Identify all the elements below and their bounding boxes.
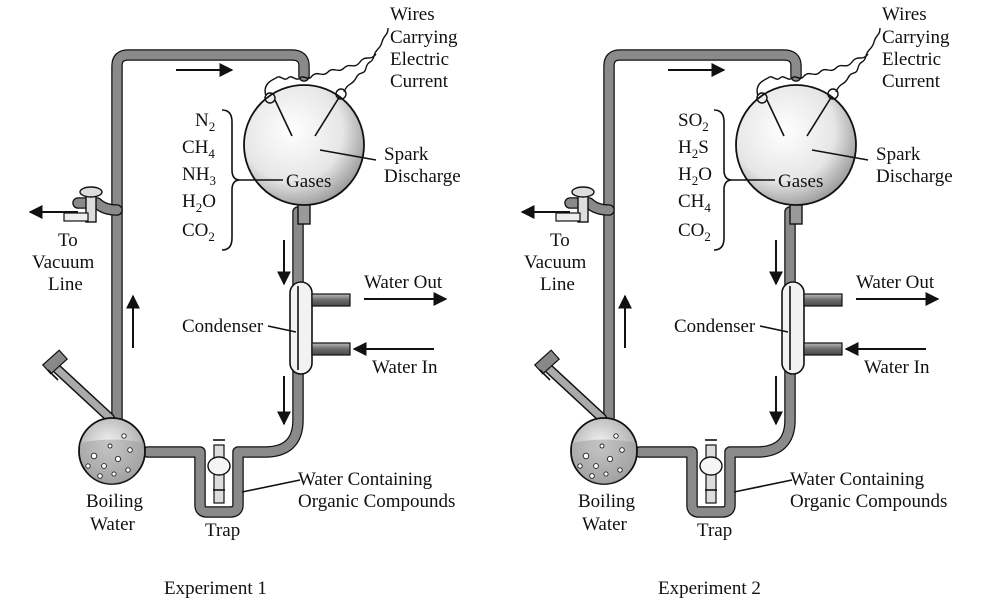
glass-tubing [564,49,802,518]
water-out-pipe [311,293,351,307]
svg-text:H2O: H2O [182,191,216,215]
boiling-label-1: Boiling [578,491,636,512]
svg-text:H2O: H2O [678,164,712,188]
wires-label-2: Carrying [882,27,950,48]
wires-label-1: Wires [882,4,927,25]
condenser [289,281,351,375]
gases-label: Gases [286,171,331,192]
trap-stopcock[interactable] [207,439,231,504]
svg-text:CH4: CH4 [678,191,711,215]
experiment-2-apparatus: Wires Carrying Electric Current SO2 H2S … [520,4,953,599]
wires-label-3: Electric [882,49,941,70]
gas-formula: SO [678,110,702,131]
flow-arrows [520,63,940,426]
vacuum-label-1: To [550,230,570,251]
gas-formula: NH [182,164,210,185]
boiling-water-flask [41,349,146,485]
spark-label-1: Spark [876,144,921,165]
spark-label-2: Discharge [876,166,953,187]
experiment-caption: Experiment 2 [658,578,761,599]
experiment-caption: Experiment 1 [164,578,267,599]
spark-label-2: Discharge [384,166,461,187]
trap-label: Trap [697,520,732,541]
organic-leader [241,479,301,493]
bubbles [577,433,625,479]
water-out-pipe [803,293,843,307]
svg-text:H2S: H2S [678,137,709,161]
svg-text:CO2: CO2 [678,220,711,244]
condenser-label: Condenser [182,316,264,337]
gases-label: Gases [778,171,823,192]
wires-label-1: Wires [390,4,435,25]
condenser-label: Condenser [674,316,756,337]
wires-label-3: Electric [390,49,449,70]
spark-label-1: Spark [384,144,429,165]
organic-label-1: Water Containing [790,469,925,490]
boiling-water-flask [533,349,638,485]
boiling-label-2: Water [90,514,136,535]
vacuum-label-3: Line [540,274,575,295]
gas-formula: H [678,137,692,158]
svg-text:CH4: CH4 [182,137,215,161]
flow-arrows [28,63,448,426]
gas-flask [735,84,857,225]
organic-label-1: Water Containing [298,469,433,490]
condenser-leader [759,325,789,333]
vacuum-stopcock[interactable] [63,186,103,223]
vacuum-label-2: Vacuum [32,252,94,273]
svg-text:NH3: NH3 [182,164,216,188]
wires-label-4: Current [390,71,449,92]
gas-list: SO2 H2S H2O CH4 CO2 [678,110,712,244]
electrode-left [766,99,785,137]
condenser-leader [267,325,297,333]
electrode-right [806,95,833,137]
organic-label-2: Organic Compounds [298,491,455,512]
gas-formula: CH [182,137,209,158]
boiling-label-2: Water [582,514,628,535]
electrode-left [274,99,293,137]
water-in-label: Water In [864,357,930,378]
organic-leader [733,479,793,493]
gas-formula: CO [678,220,704,241]
organic-label-2: Organic Compounds [790,491,947,512]
water-out-label: Water Out [364,272,443,293]
water-out-label: Water Out [856,272,935,293]
electric-wires [756,27,881,97]
trap-label: Trap [205,520,240,541]
gas-formula: H [678,164,692,185]
gas-formula: N [195,110,209,131]
trap-stopcock[interactable] [699,439,723,504]
gas-formula: H [182,191,196,212]
water-in-pipe [803,342,843,356]
condenser [781,281,843,375]
svg-text:SO2: SO2 [678,110,709,134]
electrode-right [314,95,341,137]
vacuum-stopcock[interactable] [555,186,595,223]
glass-tubing [72,49,310,518]
svg-text:CO2: CO2 [182,220,215,244]
boiling-label-1: Boiling [86,491,144,512]
spark-leader [811,149,869,161]
spark-leader [319,149,377,161]
svg-text:N2: N2 [195,110,215,134]
vacuum-label-2: Vacuum [524,252,586,273]
wires-label-4: Current [882,71,941,92]
water-in-pipe [311,342,351,356]
bubbles [85,433,133,479]
vacuum-label-3: Line [48,274,83,295]
gas-formula: CO [182,220,208,241]
gas-list: N2 CH4 NH3 H2O CO2 [182,110,216,244]
electric-wires [264,27,389,97]
gas-flask [243,84,365,225]
wires-label-2: Carrying [390,27,458,48]
vacuum-label-1: To [58,230,78,251]
water-in-label: Water In [372,357,438,378]
experiment-1-apparatus: Wires Carrying Electric Current N2 CH4 N… [28,4,461,599]
gas-formula: CH [678,191,705,212]
